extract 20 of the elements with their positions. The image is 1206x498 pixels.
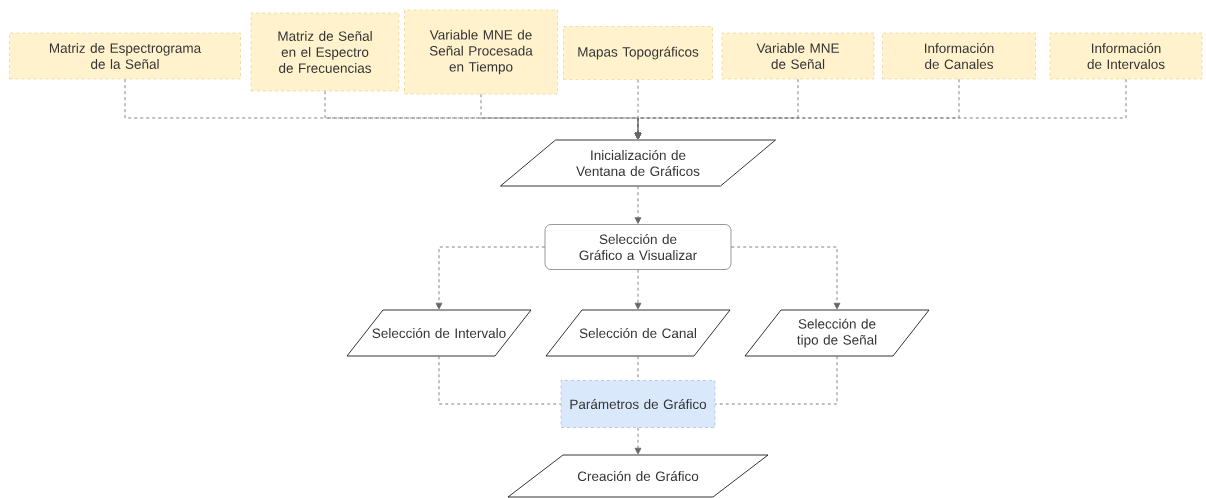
arrow xyxy=(634,78,1127,140)
data-box: Información de Intervalos xyxy=(1049,32,1203,80)
arrow xyxy=(634,427,642,455)
parameter-box: Parámetros de Gráfico xyxy=(560,380,716,428)
input-output-parallelogram: Selección de Canal xyxy=(545,309,731,357)
arrow xyxy=(634,185,642,224)
arrow xyxy=(435,246,546,310)
process-box: Selección de Gráfico a Visualizar xyxy=(544,224,732,270)
arrow xyxy=(634,269,642,310)
input-output-parallelogram: Inicialización de Ventana de Gráficos xyxy=(500,139,776,187)
input-output-parallelogram: Creación de Gráfico xyxy=(507,454,769,498)
data-box: Matriz de Señal en el Espectro de Frecuencias xyxy=(250,12,400,92)
arrow xyxy=(730,246,841,310)
input-output-parallelogram: Selección de tipo de Señal xyxy=(744,309,930,357)
data-box: Matriz de Espectrograma de la Señal xyxy=(9,32,241,80)
data-box: Variable MNE de Señal xyxy=(721,32,875,80)
data-box: Información de Canales xyxy=(882,32,1036,80)
input-output-parallelogram: Selección de Intervalo xyxy=(346,309,532,357)
data-box: Mapas Topográficos xyxy=(563,26,713,80)
data-box: Variable MNE de Señal Procesada en Tiempo xyxy=(404,9,558,95)
